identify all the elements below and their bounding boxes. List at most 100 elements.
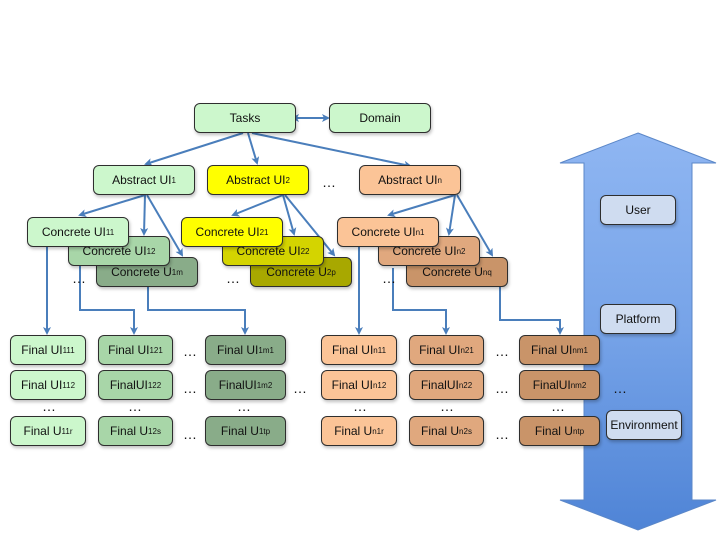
- edge-cn2-fn21: [392, 268, 450, 335]
- edge-tasks-abstract1: [144, 132, 244, 166]
- final-ui-1m2-label: FinalUI: [218, 378, 257, 392]
- abstract-ui-2-sub: 2: [285, 175, 290, 185]
- final-ui-11r-label: Final U: [23, 424, 62, 438]
- final-ui-n11-label: Final UI: [331, 343, 374, 357]
- final-ui-1tp-sub: 1tp: [258, 426, 271, 436]
- concrete-ui-1m-label: Concrete U: [111, 265, 172, 279]
- final-ui-112-label: Final UI: [20, 378, 63, 392]
- concrete-ui-1m-sub: 1m: [171, 267, 183, 277]
- context-platform: Platform: [600, 304, 676, 334]
- final-ui-1m1-label: Final UI: [217, 343, 259, 357]
- final-ui-n1r-sub: n1r: [372, 426, 384, 436]
- final-ui-11r-sub: 11r: [61, 426, 73, 436]
- concrete-ui-22-sub: 22: [300, 246, 310, 256]
- final-gn-ellipsis-row2: …: [495, 380, 510, 396]
- concrete-ui-22-label: Concrete UI: [236, 244, 301, 258]
- final-between-groups-ellipsis: …: [293, 380, 308, 396]
- abstract-ui-2-label: Abstract UI: [226, 173, 286, 187]
- edge-c1m-f1m1: [147, 286, 249, 335]
- final-ui-ntp-label: Final U: [534, 424, 573, 438]
- tasks-label: Tasks: [229, 111, 261, 125]
- tasks-node: Tasks: [194, 103, 296, 133]
- final-ui-12s-sub: 12s: [148, 426, 161, 436]
- final-ui-n1r-label: Final U: [334, 424, 373, 438]
- edge-tasks-abstract2: [247, 132, 260, 165]
- final-ui-12s-label: Final U: [110, 424, 149, 438]
- abstract-ui-n-label: Abstract UI: [378, 173, 438, 187]
- concrete-n-ellipsis: …: [382, 270, 397, 286]
- abstract-ellipsis: …: [322, 174, 337, 190]
- context-platform-label: Platform: [615, 312, 661, 326]
- final-ui-1m1-sub: 1m1: [258, 345, 274, 355]
- concrete-ui-11-label: Concrete UI: [41, 225, 106, 239]
- final-ui-n12-sub: n12: [372, 380, 387, 390]
- final-ui-n11-sub: n11: [373, 345, 387, 355]
- concrete-ui-21-label: Concrete UI: [195, 225, 260, 239]
- final-g1-ellipsis-row3: …: [183, 426, 198, 442]
- concrete-ui-12-sub: 12: [146, 246, 156, 256]
- context-user-label: User: [625, 203, 651, 217]
- final-ui-nm1-sub: nm1: [572, 345, 588, 355]
- domain-label: Domain: [359, 111, 401, 125]
- edge-a1-c1m: [146, 194, 184, 257]
- edge-a2-c22: [282, 194, 297, 236]
- concrete-ui-nq-sub: nq: [482, 267, 492, 277]
- final-gn-ellipsis-row3: …: [495, 426, 510, 442]
- concrete-ui-2p-label: Concrete U: [266, 265, 327, 279]
- final-ui-1m2-sub: 1m2: [256, 380, 273, 390]
- concrete-ui-n2-label: Concrete UI: [392, 244, 457, 258]
- concrete-ui-2p-sub: 2p: [326, 267, 336, 277]
- final-col6-ellipsis: …: [551, 398, 566, 414]
- edge-a2-c21: [231, 194, 284, 217]
- final-ui-n21-label: Final UI: [419, 343, 461, 357]
- concrete-ui-12-label: Concrete UI: [82, 244, 147, 258]
- edge-an-cn1: [387, 194, 456, 218]
- final-ui-n22-sub: n22: [458, 380, 473, 390]
- domain-node: Domain: [329, 103, 431, 133]
- final-ui-122-label: FinalUI: [109, 378, 148, 392]
- final-ui-121-sub: 121: [149, 345, 163, 355]
- final-ui-n12-label: Final UI: [331, 378, 373, 392]
- concrete-ui-11-sub: 11: [105, 227, 115, 237]
- concrete-ui-nq-label: Concrete U: [422, 265, 483, 279]
- final-ui-121-label: Final UI: [108, 343, 150, 357]
- final-g1-ellipsis-row2: …: [183, 380, 198, 396]
- edge-c12-f121: [79, 258, 138, 335]
- final-col4-ellipsis: …: [353, 398, 368, 414]
- context-ellipsis: …: [613, 380, 628, 396]
- edge-cnq-fnm1: [499, 268, 564, 335]
- concrete-2-ellipsis: …: [226, 270, 241, 286]
- final-ui-n22-label: FinalUI: [420, 378, 459, 392]
- edge-tasks-abstractn: [251, 132, 412, 169]
- edge-an-cnq: [456, 194, 494, 257]
- final-ui-1tp-label: Final U: [220, 424, 259, 438]
- concrete-ui-n2-sub: n2: [456, 246, 466, 256]
- edge-a2-c2p: [284, 194, 336, 257]
- final-ui-n21-sub: n21: [460, 345, 474, 355]
- final-ui-nm2-label: FinalUI: [532, 378, 571, 392]
- edge-an-cn2: [445, 194, 456, 236]
- abstract-ui-n-sub: n: [437, 175, 442, 185]
- edge-a1-c12: [140, 194, 149, 236]
- abstract-ui-1-sub: 1: [171, 175, 176, 185]
- concrete-1-ellipsis: …: [72, 270, 87, 286]
- context-environment: Environment: [606, 410, 682, 440]
